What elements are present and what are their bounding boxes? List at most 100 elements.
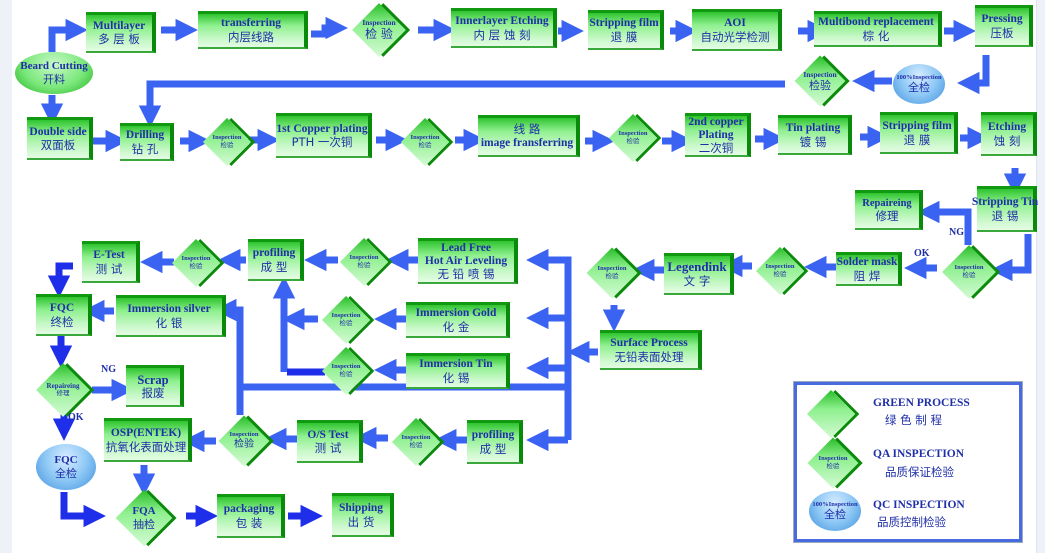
- node-os-test[interactable]: O/S Test 测 试: [297, 420, 363, 463]
- node-zh-label: PTH 一次铜: [291, 135, 353, 149]
- node-osp-entek[interactable]: OSP(ENTEK) 抗氧化表面处理: [104, 418, 192, 462]
- node-innerlayer-etching[interactable]: Innerlayer Etching 内 层 蚀 刻: [451, 8, 557, 48]
- node-zh-label: 全检: [55, 467, 77, 480]
- node-zh-label: 全检: [824, 508, 846, 522]
- arrow: [917, 200, 972, 245]
- legend-green-label: GREEN PROCESS: [873, 397, 970, 409]
- node-double-side[interactable]: Double side 双面板: [27, 117, 93, 160]
- arrow: [60, 492, 106, 528]
- node-etching[interactable]: Etching 蚀 刻: [981, 112, 1037, 156]
- node-legendink[interactable]: Legendink 文 字: [664, 253, 734, 295]
- node-zh-label: 测 试: [314, 441, 342, 455]
- node-en-label: Inspection: [818, 455, 848, 463]
- node-zh-label: 检 验: [365, 27, 393, 42]
- node-solder-mask[interactable]: Solder mask 阻 焊: [836, 252, 902, 286]
- node-zh-label: 检验: [234, 438, 254, 450]
- node-zh-label: 文 字: [683, 274, 711, 289]
- node-zh-label: 开料: [43, 73, 65, 86]
- node-en-label: profiling: [471, 429, 515, 442]
- node-surface-process[interactable]: Surface Process 无铅表面处理: [600, 330, 702, 370]
- node-shipping[interactable]: Shipping 出 货: [332, 493, 394, 537]
- node-en-label: Beard Cutting: [20, 59, 88, 72]
- node-zh-label: 阻 焊: [853, 268, 881, 283]
- node-en-label: Surface Process: [610, 337, 688, 350]
- node-scrap[interactable]: Scrap 报废: [126, 365, 184, 407]
- node-immersion-tin[interactable]: Immersion Tin 化 锡: [406, 353, 510, 389]
- node-multibond-replacement[interactable]: Multibond replacement 棕 化: [814, 11, 942, 47]
- node-pressing[interactable]: Pressing 压板: [975, 5, 1033, 47]
- node-zh-label: 检验: [773, 270, 787, 278]
- node-zh-label: 检验: [418, 141, 432, 149]
- node-tin-plating[interactable]: Tin plating 镀 锡: [778, 115, 852, 155]
- node-e-test[interactable]: E-Test 测 试: [82, 241, 140, 283]
- node-beard-cutting[interactable]: Beard Cutting 开料: [15, 52, 93, 94]
- node-zh-label: 化 银: [155, 315, 183, 330]
- ok-label: OK: [914, 248, 930, 259]
- node-profiling-2[interactable]: profiling 成 型: [467, 420, 523, 464]
- node-en-label: Scrap: [137, 372, 169, 387]
- node-multilayer[interactable]: Multilayer 多 层 板: [86, 12, 156, 53]
- node-repairing-1[interactable]: Repaireing 修理: [855, 190, 923, 230]
- node-en-label: Inspection: [803, 69, 837, 79]
- node-profiling-1[interactable]: profiling 成 型: [248, 239, 304, 281]
- node-en-label: profiling: [252, 247, 296, 260]
- node-fqc-100-inspection[interactable]: FQC 全检: [36, 444, 96, 490]
- node-packaging[interactable]: packaging 包 装: [217, 494, 285, 538]
- node-en-label-2: Hot Air Leveling: [424, 254, 508, 267]
- node-2nd-copper-plating[interactable]: 2nd copper Plating 二次铜: [685, 113, 751, 157]
- node-transferring[interactable]: transferring 内层线路: [198, 11, 308, 49]
- node-en-label: Etching: [987, 121, 1027, 134]
- node-100-inspection-1[interactable]: 100%Inspection 全检: [893, 64, 945, 104]
- node-stripping-film-1[interactable]: Stripping film 退 膜: [588, 10, 664, 50]
- node-en-label: Inspection: [765, 263, 795, 271]
- node-fqc[interactable]: FQC 终检: [36, 294, 92, 336]
- node-zh-label: 检验: [809, 78, 831, 92]
- node-en-label: Shipping: [338, 502, 384, 515]
- node-zh-label: 包 装: [235, 515, 263, 530]
- node-stripping-tin[interactable]: Stripping Tin 退 锡: [972, 186, 1038, 232]
- node-immersion-gold[interactable]: Immersion Gold 化 金: [406, 302, 510, 338]
- node-en-label: Stripping film: [589, 17, 659, 30]
- node-en-label: 100%Inspection: [896, 73, 942, 81]
- node-image-transferring[interactable]: 线 路 image fransferring: [478, 115, 580, 157]
- node-zh-label: 退 锡: [991, 208, 1019, 223]
- arrow: [138, 80, 785, 128]
- node-drilling[interactable]: Drilling 钻 孔: [120, 123, 174, 161]
- node-zh-label: 自动光学检测: [700, 29, 770, 44]
- arrow: [48, 18, 88, 52]
- node-zh-label: 双面板: [40, 138, 76, 152]
- node-zh-label: 全检: [908, 81, 930, 95]
- node-zh-label: 检验: [826, 462, 840, 470]
- node-en-label: Double side: [29, 125, 87, 138]
- arrow: [990, 234, 1032, 282]
- arrow: [957, 55, 990, 95]
- node-aoi[interactable]: AOI 自动光学检测: [692, 9, 782, 51]
- node-stripping-film-2[interactable]: Stripping film 退 膜: [880, 112, 958, 154]
- node-lead-free-hasl[interactable]: Lead Free Hot Air Leveling 无 铅 喷 锡: [418, 238, 518, 284]
- node-1st-copper-plating[interactable]: 1st Copper plating PTH 一次铜: [276, 113, 372, 158]
- right-scrollbar[interactable]: [1036, 0, 1045, 553]
- node-en-label: Repaireing: [46, 381, 80, 390]
- node-zh-label: 化 锡: [442, 370, 470, 385]
- legend-qa-label: QA INSPECTION: [873, 448, 965, 460]
- node-immersion-silver[interactable]: Immersion silver 化 银: [116, 295, 226, 337]
- legend-green-zh-label: 绿 色 制 程: [885, 413, 942, 427]
- node-en-label: Inspection: [229, 431, 259, 439]
- node-zh-label: 修理: [56, 389, 70, 398]
